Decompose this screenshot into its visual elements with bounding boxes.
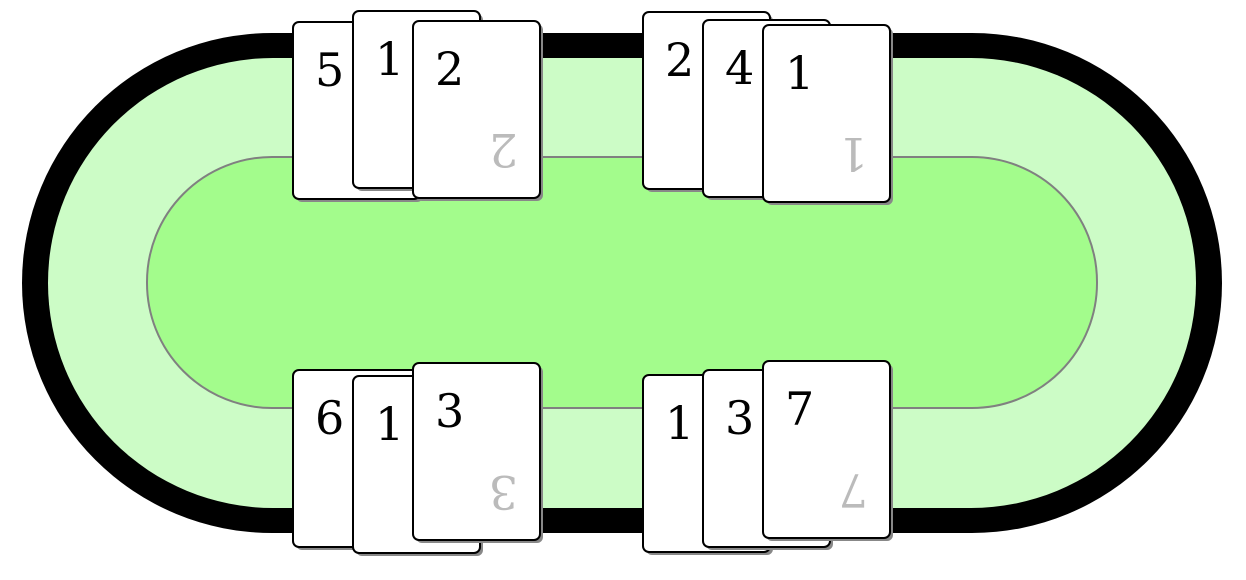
card-value: 7: [785, 382, 814, 436]
table-felt-inner: [146, 156, 1098, 409]
card-value: 3: [435, 384, 464, 438]
card-face: [762, 360, 891, 539]
card-value: 3: [725, 391, 754, 445]
card-value: 5: [315, 43, 344, 97]
card-value: 1: [375, 397, 404, 451]
card-face: [412, 20, 541, 199]
playing-card[interactable]: 33: [412, 362, 543, 543]
card-face: [412, 362, 541, 541]
card-value: 6: [315, 391, 344, 445]
card-value-inverted: 3: [489, 465, 518, 519]
card-value: 2: [435, 42, 464, 96]
playing-card[interactable]: 22: [412, 20, 543, 201]
card-value-inverted: 2: [489, 123, 518, 177]
playing-card[interactable]: 77: [762, 360, 893, 541]
card-value-inverted: 1: [839, 127, 868, 181]
card-value-inverted: 7: [839, 463, 868, 517]
card-value: 1: [375, 32, 404, 86]
card-value: 1: [785, 46, 814, 100]
card-value: 2: [665, 33, 694, 87]
card-face: [762, 24, 891, 203]
card-value: 4: [725, 41, 754, 95]
card-value: 1: [665, 396, 694, 450]
playing-card[interactable]: 11: [762, 24, 893, 205]
